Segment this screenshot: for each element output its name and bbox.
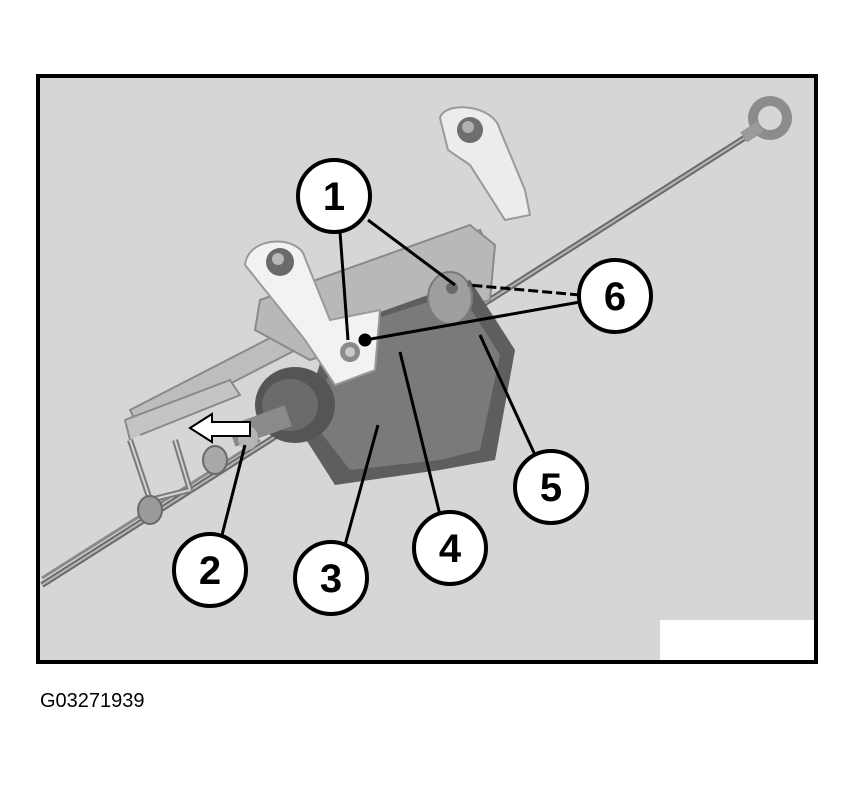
corner-label-box [660,620,814,660]
callout-3-label: 3 [320,557,342,601]
callout-5-label: 5 [540,466,562,510]
callout-2: 2 [172,532,248,608]
leader-lines [220,218,581,546]
callout-1: 1 [296,158,372,234]
callout-2-label: 2 [199,549,221,593]
callout-5: 5 [513,449,589,525]
cable-end-fitting [740,96,792,143]
rear-bracket [438,106,532,222]
figure-id-label: G03271939 [40,690,145,712]
front-bracket [243,240,382,387]
callout-4: 4 [412,510,488,586]
callout-1-label: 1 [323,175,345,219]
callout-3: 3 [293,540,369,616]
lever-arm [123,378,242,525]
direction-arrow [188,412,251,444]
rod-clip [202,445,228,475]
callout-6-label: 6 [604,275,626,319]
callout-4-label: 4 [439,527,462,571]
callout-6: 6 [577,258,653,334]
mounting-screw-rear [427,271,473,325]
